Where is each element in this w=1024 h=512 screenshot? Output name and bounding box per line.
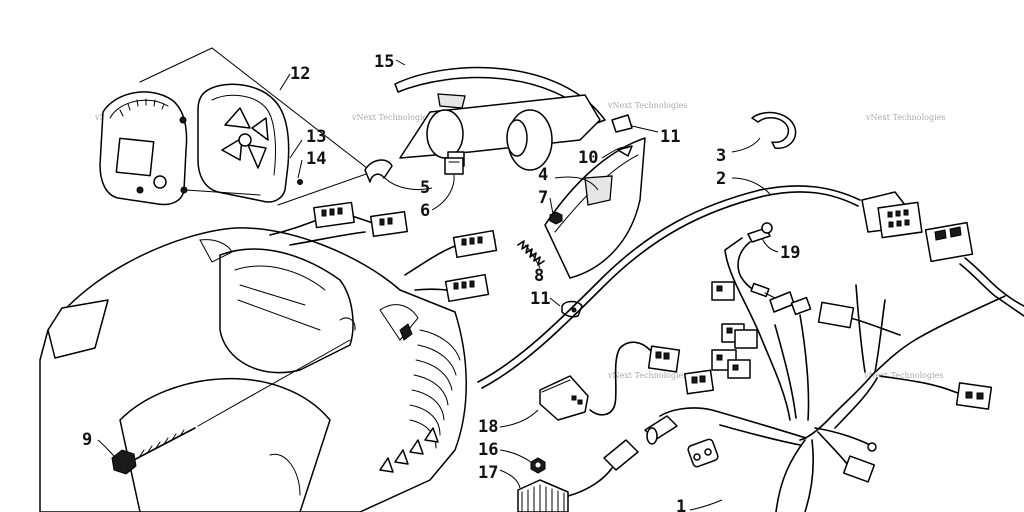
callout-1: 1 [676,497,686,512]
callout-15: 15 [374,52,394,72]
headlight-harness [404,229,498,303]
callout-18: 18 [478,417,498,437]
callout-14: 14 [306,149,326,169]
callout-2: 2 [716,169,726,189]
speedometer-gauge [99,91,188,206]
nut-16 [530,457,546,474]
regulator-17 [517,439,639,512]
headlight-bulb-5 [364,159,393,183]
watermark-1: vNext Technologies [351,113,431,122]
callout-10: 10 [578,148,598,168]
callout-6: 6 [420,201,430,221]
callout-3: 3 [716,146,726,166]
instrument-cluster-bracket [139,47,374,206]
screw-14 [297,179,303,185]
watermark-8: vNext Technologies [863,371,943,380]
callout-12: 12 [290,64,310,84]
bolt-9 [111,339,351,475]
watermark-3: vNext Technologies [865,113,945,122]
watermark-7: vNext Technologies [607,371,687,380]
callout-17: 17 [478,463,498,483]
callout-19: 19 [780,243,800,263]
main-harness [477,185,1024,512]
clip-10 [617,145,633,157]
watermark-2: vNext Technologies [607,101,687,110]
nut-7 [549,211,563,225]
callout-11-upper: 11 [660,127,680,147]
callout-8: 8 [534,266,544,286]
sensor-19 [737,222,776,299]
callout-7: 7 [538,188,548,208]
hood-cowl [39,227,467,512]
callout-5: 5 [420,178,430,198]
snap-ring-3 [751,111,797,149]
clip-11-top [611,114,633,133]
callout-16: 16 [478,440,498,460]
leader-lines [97,59,779,511]
callout-9: 9 [82,430,92,450]
module-18 [539,341,681,421]
gauge-housing [185,83,303,203]
bulb-socket-6 [444,157,464,175]
callout-labels: 1 2 3 4 5 6 7 8 9 10 11 11 12 13 14 15 1… [82,52,800,512]
headlight-cover-4 [544,137,646,279]
callout-11-lower: 11 [530,289,550,309]
callout-4: 4 [538,165,548,185]
cluster-harness [269,201,408,246]
headlight-bracket [399,93,601,171]
callout-13: 13 [306,127,326,147]
